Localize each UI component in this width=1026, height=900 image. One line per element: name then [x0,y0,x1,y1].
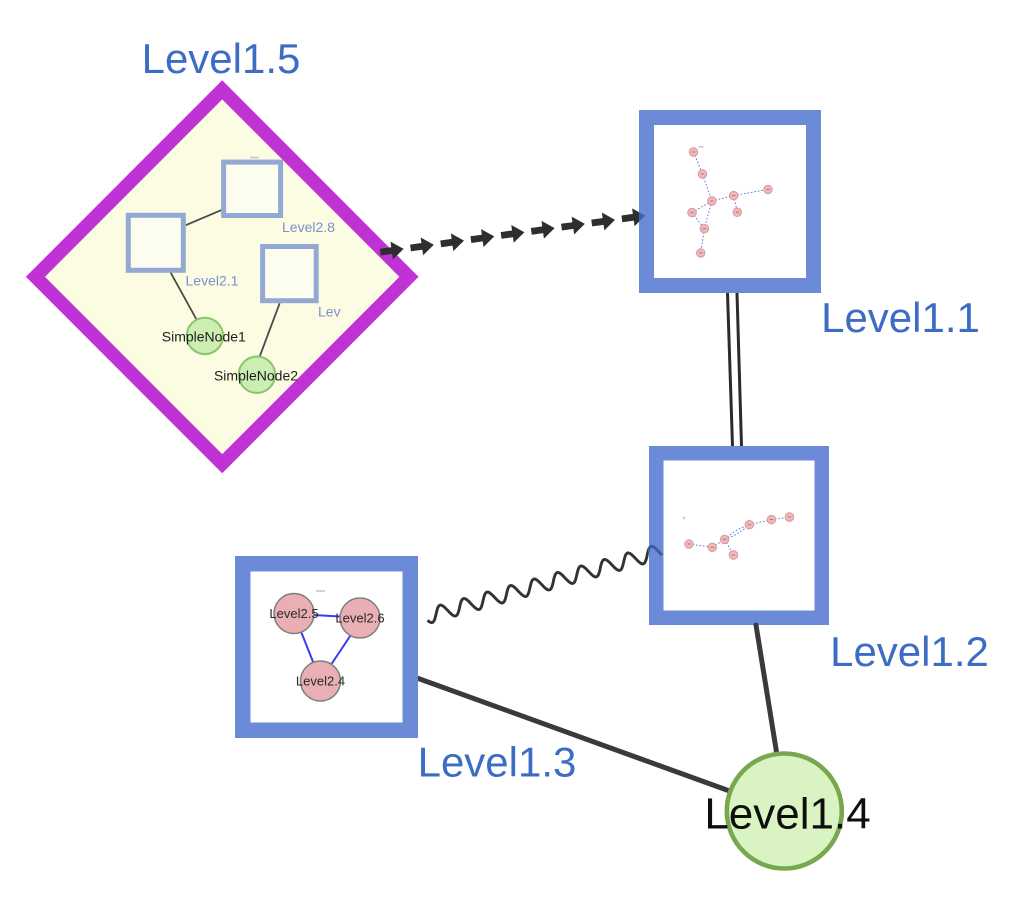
svg-text:Level1.5: Level1.5 [142,35,301,82]
svg-text:Level1.2: Level1.2 [830,628,989,675]
svg-text:Level2.1: Level2.1 [186,273,239,289]
svg-text:SimpleNode2: SimpleNode2 [214,368,298,384]
svg-text:Level1.1: Level1.1 [821,294,980,341]
svg-text:Level1.4: Level1.4 [704,790,870,839]
svg-text:Level2.4: Level2.4 [296,674,345,689]
svg-text:Level2.8: Level2.8 [282,219,335,235]
svg-text:Lev: Lev [318,304,341,320]
svg-text:SimpleNode1: SimpleNode1 [162,329,246,345]
svg-text:Level2.6: Level2.6 [335,611,384,626]
svg-text:Level2.5: Level2.5 [269,606,318,621]
svg-text:Level1.3: Level1.3 [418,739,577,786]
